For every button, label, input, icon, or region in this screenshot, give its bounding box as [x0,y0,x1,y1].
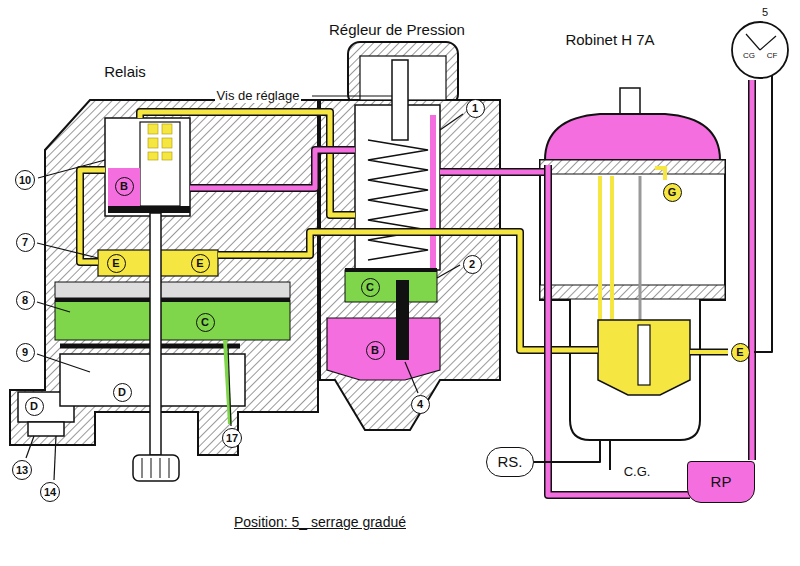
pipes [80,76,772,495]
callout-text: E [196,257,203,269]
callout-text: C [366,281,374,293]
pipe-name: C.G. [622,465,653,479]
callout-text: 8 [22,294,28,306]
callout-text: D [118,386,126,398]
pressure-gauge [732,22,788,78]
callout-circle: 17 [222,428,242,448]
callout-circle: B [366,341,385,360]
callout-text: 2 [469,258,475,270]
callout-text: 7 [22,236,28,248]
callout-text: C [201,316,209,328]
callout-text: 1 [472,102,478,114]
callout-circle: 13 [12,460,32,480]
callout-circle: G [663,183,682,202]
callout-text: D [30,400,38,412]
gauge-mark: CF [767,52,778,61]
callout-circle: 7 [16,233,35,252]
callout-circle: B [115,177,134,196]
callout-circle: 14 [40,482,60,502]
callout-circle: C [361,278,380,297]
callout-text: B [120,180,128,192]
reservoir-tank: RP [687,461,755,503]
callout-text: 13 [16,464,28,476]
driver-brake-valve [540,88,725,440]
leader-lines [26,96,463,480]
callout-circle: E [191,254,210,273]
callout-text: G [668,186,677,198]
callout-circle: 4 [411,395,430,414]
callout-circle: 8 [16,291,35,310]
relay-housing [10,100,318,481]
part-heading: Relais [104,64,146,81]
callout-text: 17 [226,432,238,444]
gauge-mark: CG [743,52,755,61]
callout-circle: D [113,383,132,402]
callout-circle: D [25,397,44,416]
callout-text: 4 [417,398,423,410]
part-name: Vis de réglage [215,89,302,103]
caption: Position: 5_ serrage gradué [231,514,409,530]
callout-circle: 1 [466,99,485,118]
callout-circle: 9 [16,343,35,362]
callout-text: B [371,344,379,356]
callout-text: 14 [44,486,56,498]
callout-text: E [736,346,743,358]
callout-circle: C [196,313,215,332]
callout-circle: 10 [15,170,35,190]
callout-circle: E [731,343,750,362]
dial-number: 5 [762,6,768,18]
callout-text: RP [711,474,732,491]
callout-circle: 2 [463,255,482,274]
callout-text: 9 [22,346,28,358]
callout-text: RS. [497,454,522,471]
callout-text: 10 [19,174,31,186]
callout-circle: E [107,254,126,273]
callout-text: E [112,257,119,269]
part-heading: Robinet H 7A [565,32,654,49]
reservoir-box: RS. [486,447,533,477]
part-heading: Régleur de Pression [329,22,465,39]
